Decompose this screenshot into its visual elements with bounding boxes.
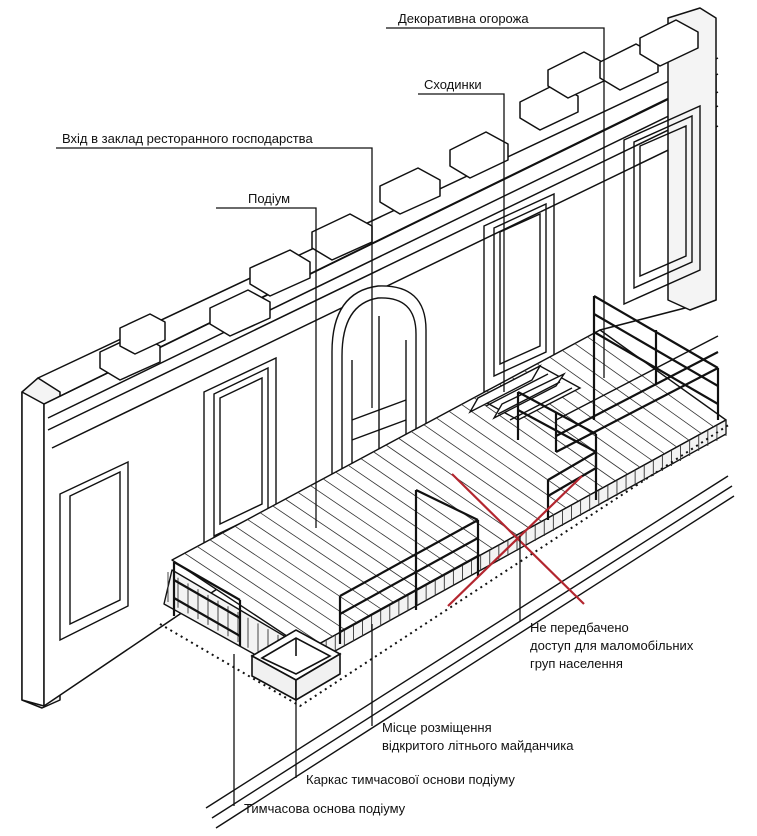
base-frame-box bbox=[250, 629, 342, 702]
deck-plank-line bbox=[549, 356, 678, 448]
deck-plank-line bbox=[272, 505, 407, 597]
deck-plank-line bbox=[247, 519, 382, 610]
label-fence: Декоративна огорожа bbox=[398, 11, 529, 26]
deck-plank-line bbox=[310, 485, 444, 576]
deck-plank-line bbox=[436, 417, 567, 509]
deck-plank-line bbox=[373, 451, 505, 543]
label-steps: Сходинки bbox=[424, 77, 482, 92]
deck-plank-line bbox=[562, 349, 690, 441]
deck-plank-line bbox=[410, 431, 542, 522]
label-place-1: Місце розміщення bbox=[382, 720, 492, 735]
deck-steps bbox=[468, 364, 582, 421]
deck-plank-line bbox=[448, 410, 579, 502]
deck-plank-line bbox=[423, 424, 555, 516]
label-no-access-2: доступ для маломобільних bbox=[530, 638, 694, 653]
deck-planks bbox=[184, 336, 714, 644]
ground-dotted-line bbox=[159, 423, 731, 708]
deck-plank-line bbox=[461, 404, 591, 495]
deck-plank-line bbox=[209, 539, 346, 631]
deck-plank-line bbox=[360, 458, 493, 549]
cornice-blocks bbox=[99, 19, 699, 381]
deck-plank-line bbox=[259, 512, 395, 603]
leader-lines bbox=[56, 27, 605, 806]
label-place-2: відкритого літнього майданчика bbox=[382, 738, 574, 753]
deck-plank-line bbox=[285, 498, 419, 590]
deck-plank-line bbox=[184, 552, 321, 644]
deck-plank-line bbox=[234, 525, 370, 617]
label-podium: Подіум bbox=[248, 191, 290, 206]
deck-plank-line bbox=[297, 492, 432, 583]
deck-plank-line bbox=[385, 444, 518, 536]
right-window bbox=[623, 104, 701, 306]
deck-plank-line bbox=[322, 478, 456, 570]
deck-plank-line bbox=[335, 471, 469, 563]
railings bbox=[172, 295, 720, 646]
label-no-access-3: груп населення bbox=[530, 656, 623, 671]
label-entrance: Вхід в заклад ресторанного господарства bbox=[62, 131, 313, 146]
no-access-cross bbox=[447, 473, 585, 607]
deck-plank-line bbox=[196, 546, 333, 637]
deck-plank-line bbox=[574, 343, 702, 434]
deck-plank-line bbox=[587, 336, 714, 428]
sidewalk-curb bbox=[205, 475, 735, 829]
deck-plank-line bbox=[473, 397, 604, 488]
label-base: Тимчасова основа подіуму bbox=[244, 801, 406, 816]
label-no-access-1: Не передбачено bbox=[530, 620, 629, 635]
deck-plank-line bbox=[222, 532, 358, 624]
label-frame: Каркас тимчасової основи подіуму bbox=[306, 772, 515, 787]
left-wall-panel bbox=[59, 460, 129, 642]
deck-plank-line bbox=[348, 464, 481, 556]
deck-plank-line bbox=[398, 437, 530, 529]
